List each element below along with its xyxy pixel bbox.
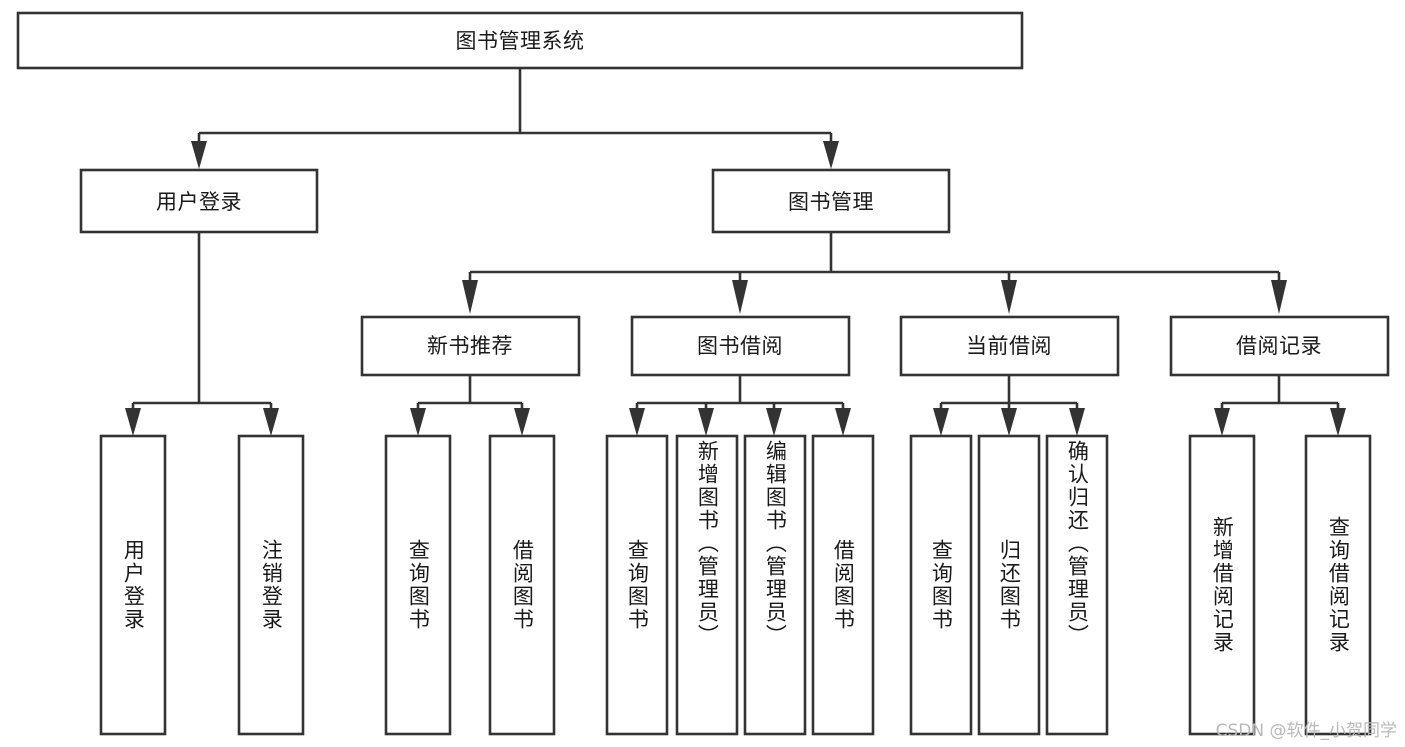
- arrow-head-icon: [263, 408, 279, 436]
- leaf-box-query-book-recommend[interactable]: [384, 434, 452, 736]
- arrow-head-icon: [732, 280, 748, 314]
- node-box: [899, 315, 1120, 377]
- node-label: 图书借阅: [697, 334, 783, 358]
- leaf-box-borrow-book-recommend[interactable]: [488, 434, 556, 736]
- node-label: 用户登录: [156, 190, 242, 214]
- leaf-box-return-book[interactable]: [977, 434, 1041, 736]
- node-label: 借阅记录: [1236, 334, 1322, 358]
- node-box: [79, 168, 319, 234]
- leaf-box-add-borrow-record[interactable]: [1188, 434, 1256, 736]
- connector-current-borrow-to-leaves: [933, 375, 1085, 436]
- connector-root-to-level2: [191, 68, 839, 169]
- leaf-box-borrow-book[interactable]: [811, 434, 875, 736]
- leaf-box-user-login[interactable]: [99, 434, 167, 736]
- arrow-head-icon: [125, 408, 141, 436]
- leaf-box-logout-login[interactable]: [237, 434, 305, 736]
- arrow-head-icon: [1001, 408, 1017, 436]
- arrow-head-icon: [698, 408, 714, 436]
- arrow-head-icon: [410, 408, 426, 436]
- connector-new-book-recommendation-to-leaves: [410, 375, 530, 436]
- node-current-borrow[interactable]: 当前借阅: [899, 315, 1120, 377]
- arrow-head-icon: [1330, 408, 1346, 436]
- leaf-box-query-book-borrow[interactable]: [605, 434, 669, 736]
- arrow-head-icon: [629, 408, 645, 436]
- connector-borrow-record-to-leaves: [1214, 375, 1346, 436]
- connector-book-management-to-level3: [462, 232, 1287, 314]
- leaf-box-query-book-current[interactable]: [909, 434, 973, 736]
- node-label: 图书管理: [788, 190, 874, 214]
- node-box: [16, 11, 1024, 70]
- leaf-box-query-borrow-record[interactable]: [1304, 434, 1372, 736]
- node-label: 新书推荐: [427, 334, 513, 358]
- leaf-box-edit-book-admin[interactable]: [743, 434, 807, 736]
- leaf-box-confirm-return-admin[interactable]: [1045, 434, 1109, 736]
- arrow-head-icon: [766, 408, 782, 436]
- node-user-login[interactable]: 用户登录: [79, 168, 319, 234]
- node-root-book-management-system[interactable]: 图书管理系统: [16, 11, 1024, 70]
- node-borrow-record[interactable]: 借阅记录: [1169, 315, 1390, 377]
- node-box: [360, 315, 581, 377]
- arrow-head-icon: [514, 408, 530, 436]
- arrow-head-icon: [835, 408, 851, 436]
- node-book-management[interactable]: 图书管理: [711, 168, 951, 234]
- node-new-book-recommendation[interactable]: 新书推荐: [360, 315, 581, 377]
- leaf-box-add-book-admin[interactable]: [675, 434, 739, 736]
- node-label: 图书管理系统: [456, 29, 585, 53]
- connector-book-borrow-to-leaves: [629, 375, 851, 436]
- arrow-head-icon: [1271, 280, 1287, 314]
- arrow-head-icon: [933, 408, 949, 436]
- arrow-head-icon: [1001, 280, 1017, 314]
- arrow-head-icon: [191, 141, 207, 169]
- node-label: 当前借阅: [966, 334, 1052, 358]
- arrow-head-icon: [462, 280, 478, 314]
- arrow-head-icon: [1069, 408, 1085, 436]
- arrow-head-icon: [1214, 408, 1230, 436]
- connector-user-login-to-leaves: [125, 232, 279, 436]
- node-book-borrow[interactable]: 图书借阅: [630, 315, 851, 377]
- arrow-head-icon: [823, 141, 839, 169]
